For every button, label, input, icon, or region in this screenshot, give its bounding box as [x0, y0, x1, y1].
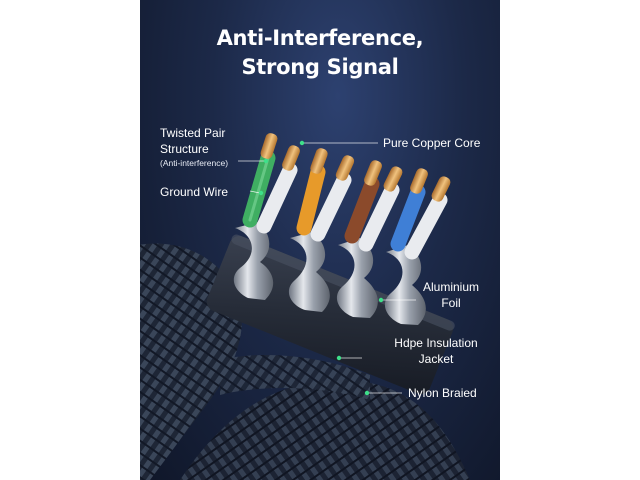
- wire-pair-1: [242, 150, 298, 234]
- wire-pair-4: [390, 184, 448, 260]
- cable-illustration: [140, 133, 470, 480]
- product-image-panel: Anti-Interference, Strong Signal Twisted…: [140, 0, 500, 480]
- foil-twisted-pairs: [233, 222, 426, 325]
- label-jacket: Jacket: [418, 352, 454, 366]
- wire-pair-2: [296, 164, 352, 242]
- label-anti-interference-note: (Anti-interference): [160, 158, 229, 168]
- braided-cable-bottom: [180, 380, 470, 480]
- callout-dots: [258, 140, 384, 396]
- label-pure-copper-core: Pure Copper Core: [383, 136, 481, 150]
- label-structure: Structure: [160, 142, 209, 156]
- copper-cores: [260, 133, 451, 202]
- label-nylon-braided: Nylon Braied: [408, 386, 477, 400]
- label-ground-wire: Ground Wire: [160, 185, 229, 199]
- title-line-1: Anti-Interference,: [216, 26, 424, 50]
- braided-cable-under: [220, 355, 370, 400]
- label-hdpe-insulation: Hdpe Insulation: [394, 336, 478, 350]
- page-title: Anti-Interference, Strong Signal: [140, 24, 500, 82]
- label-aluminium: Aluminium: [422, 280, 479, 294]
- label-foil: Foil: [441, 296, 461, 310]
- label-twisted-pair: Twisted Pair: [160, 126, 226, 140]
- title-line-2: Strong Signal: [241, 55, 399, 79]
- callout-leaders: [238, 142, 416, 394]
- wire-pair-3: [344, 176, 400, 252]
